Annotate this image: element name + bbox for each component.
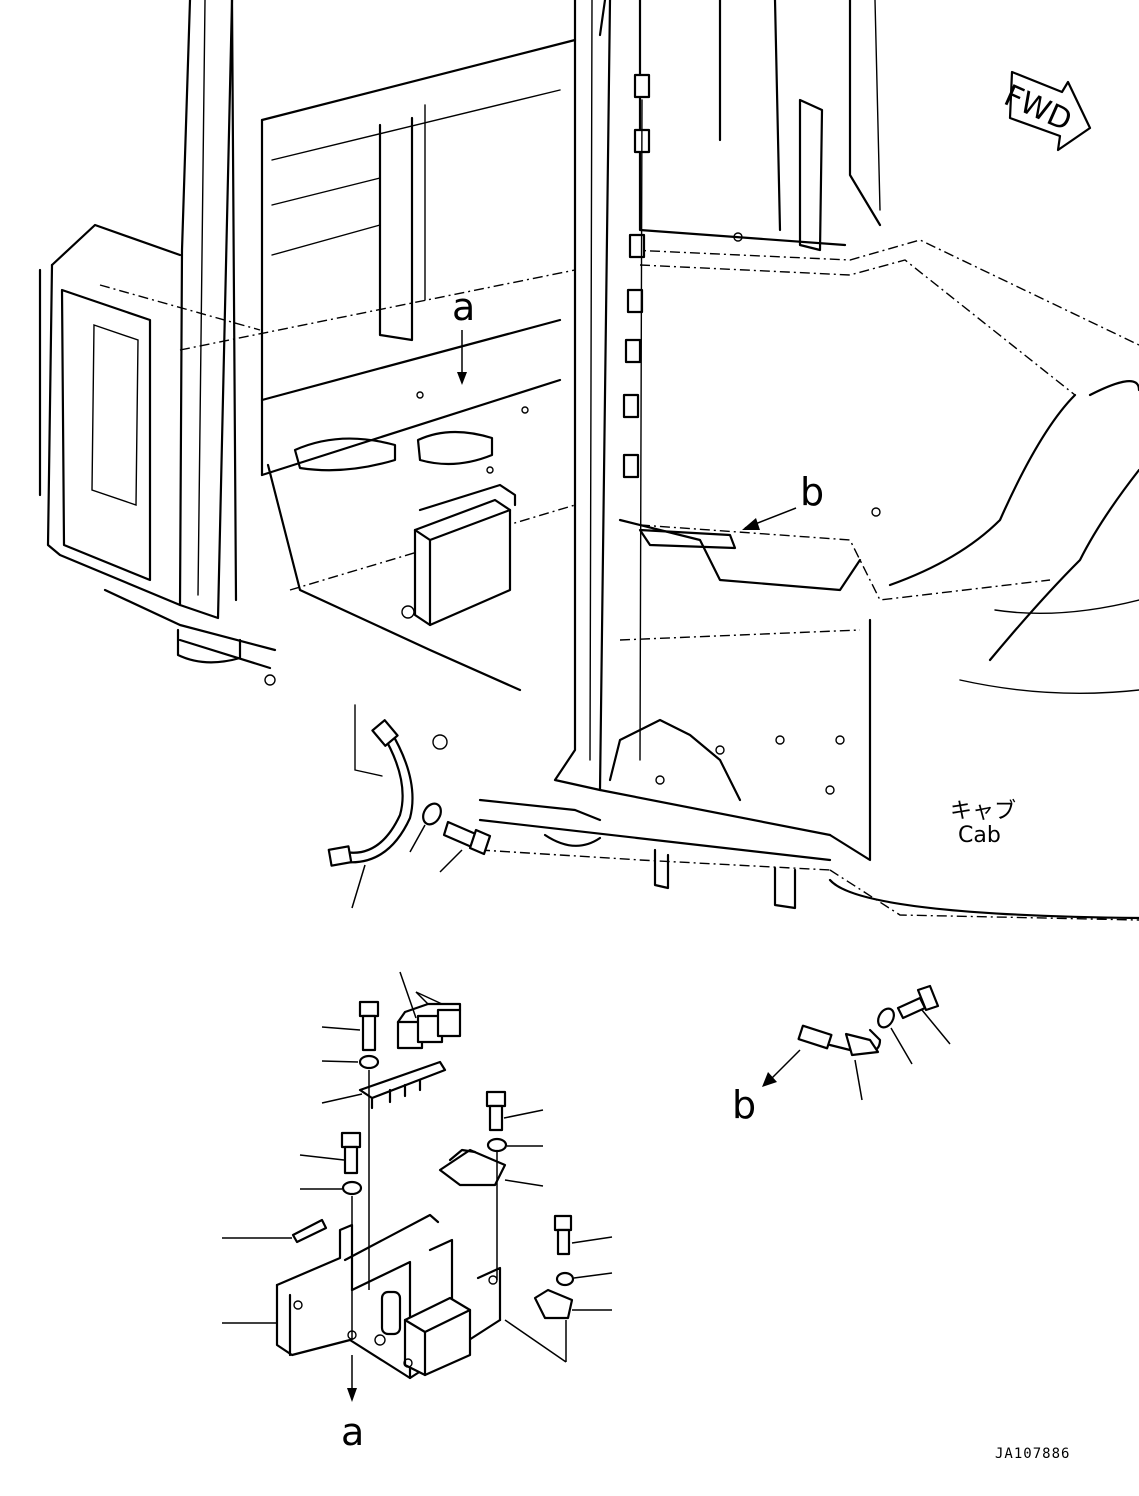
bolt-3 bbox=[485, 1090, 544, 1132]
ground-bolt bbox=[439, 820, 492, 873]
washer-4 bbox=[555, 1271, 613, 1287]
washer-3 bbox=[486, 1137, 543, 1153]
ref-b-upper-label: b bbox=[800, 470, 824, 514]
ref-a-lower-label: a bbox=[341, 1410, 364, 1454]
washer-2 bbox=[300, 1180, 363, 1196]
washer-1 bbox=[321, 1054, 380, 1070]
drawing-code: JA107886 bbox=[995, 1446, 1070, 1462]
cab-label-jp: キャブ bbox=[950, 799, 1016, 824]
ref-b-lower: b bbox=[732, 1049, 801, 1127]
fwd-arrow-icon: FWD bbox=[999, 70, 1092, 152]
sensor-harness: b bbox=[732, 1024, 882, 1127]
ref-a-upper: a bbox=[452, 285, 475, 385]
sensor-mount bbox=[504, 1288, 612, 1363]
clamp-bracket bbox=[438, 1148, 544, 1187]
rubber-strip bbox=[222, 1218, 328, 1244]
cab-label: キャブ Cab bbox=[950, 799, 1016, 848]
bolt-4 bbox=[553, 1214, 613, 1256]
ground-strap bbox=[327, 704, 414, 909]
relay-assembly: a bbox=[222, 971, 613, 1454]
cab-label-en: Cab bbox=[958, 823, 1001, 848]
sensor-bolt bbox=[896, 984, 951, 1045]
ref-a-lower: a bbox=[341, 1355, 364, 1454]
ref-a-upper-label: a bbox=[452, 285, 475, 329]
relays bbox=[396, 971, 462, 1050]
main-bracket bbox=[222, 1213, 502, 1380]
ref-b-upper: b bbox=[742, 470, 824, 530]
bolt-2 bbox=[299, 1131, 362, 1175]
ref-b-lower-label: b bbox=[732, 1083, 756, 1127]
cab-frame bbox=[38, 0, 1139, 921]
sensor-washer bbox=[877, 1007, 913, 1065]
bolt-1 bbox=[321, 1000, 380, 1052]
relay-bracket bbox=[321, 1060, 447, 1110]
ground-washer bbox=[409, 802, 442, 853]
